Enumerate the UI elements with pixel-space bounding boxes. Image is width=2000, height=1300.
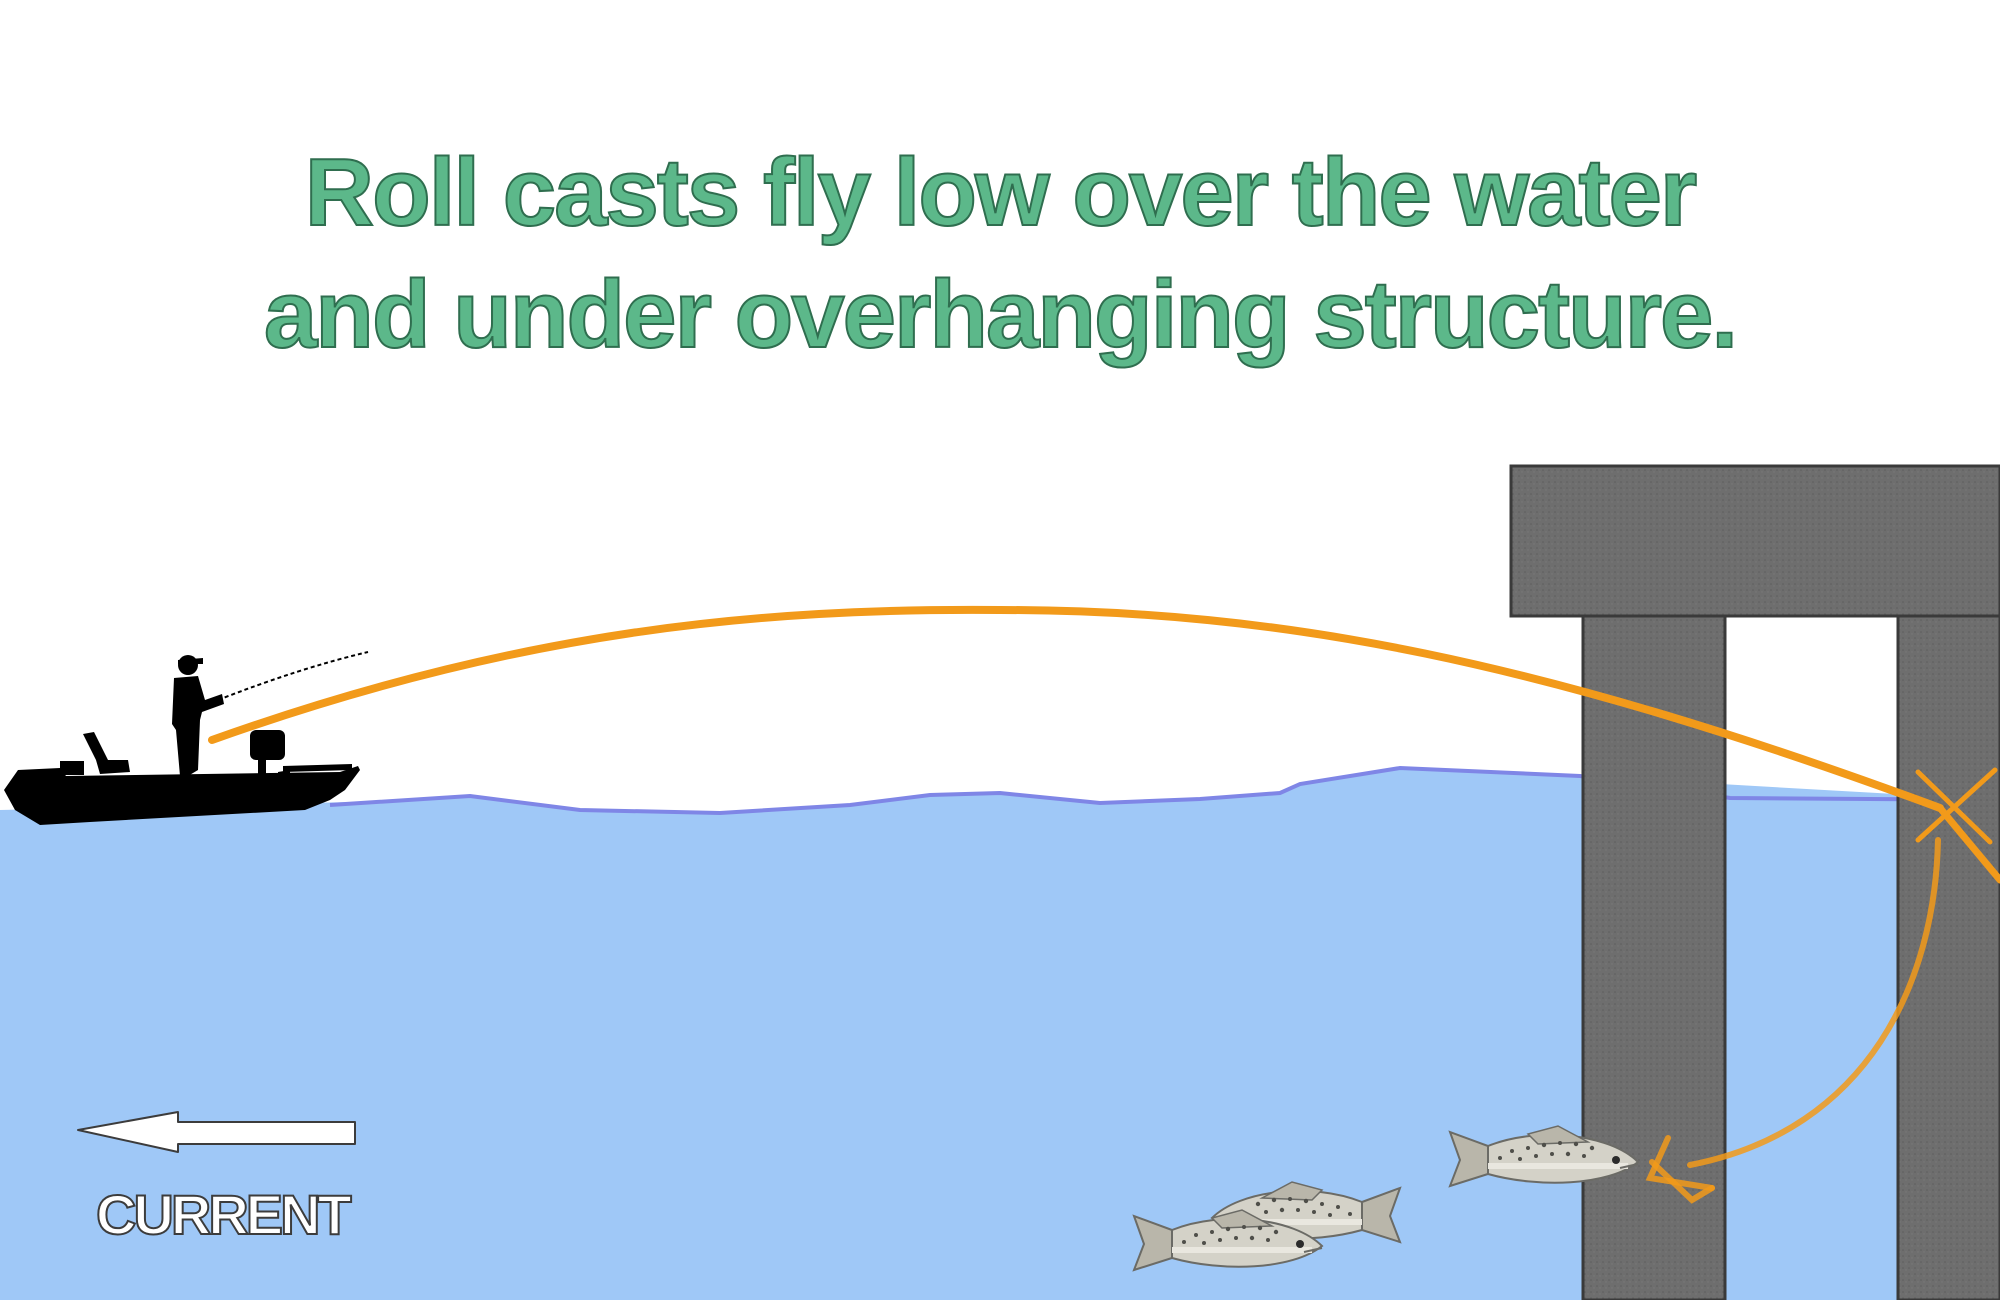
dock-structure (1509, 464, 2000, 1300)
dock-piling-right (1896, 614, 2000, 1300)
angler-silhouette-icon (172, 655, 224, 776)
arrowhead-scribble (1645, 1135, 1715, 1204)
dock-piling-left (1581, 614, 1727, 1300)
dock-deck (1509, 464, 2000, 618)
waterline (329, 765, 2000, 816)
cast-line-arc-extension (1936, 804, 2000, 884)
fishing-rod (217, 651, 369, 701)
current-arrow-icon (77, 1111, 356, 1153)
headline-line-1: Roll casts fly low over the water (304, 138, 1698, 247)
boat-silhouette-icon (4, 730, 360, 825)
cast-line-arc (208, 605, 1944, 812)
headline-line-2: and under overhanging structure. (263, 260, 1739, 369)
current-label: CURRENT (95, 1182, 353, 1247)
sink-path-arrow (1687, 837, 1941, 1168)
cross-mark-icon (1915, 767, 1998, 845)
